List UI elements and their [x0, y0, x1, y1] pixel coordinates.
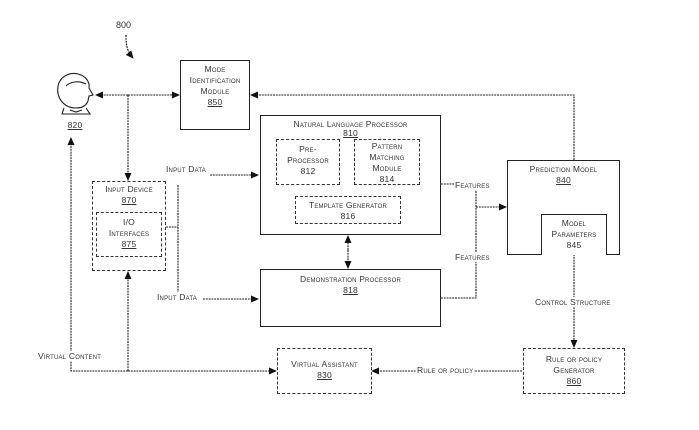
io-interfaces[interactable]: I/O Interfaces 875 [96, 212, 162, 257]
model-parameters-title-1: Model [561, 218, 587, 228]
io-interfaces-title-1: I/O [123, 217, 135, 227]
model-parameters-ref: 845 [566, 240, 582, 250]
virtual-assistant[interactable]: Virtual Assistant 830 [277, 348, 372, 394]
template-generator-title: Template Generator [308, 200, 388, 210]
pattern-matching-module[interactable]: Pattern Matching Module 814 [354, 139, 420, 185]
model-parameters[interactable]: Model Parameters 845 [541, 214, 607, 255]
virtual-assistant-title: Virtual Assistant [291, 359, 358, 369]
input-device-title: Input Device [105, 184, 153, 194]
edge-label-input-data-bottom: Input Data [156, 292, 198, 302]
pre-processor-title-2: Processor [287, 155, 329, 165]
model-parameters-title-2: Parameters [551, 229, 597, 239]
mode-identification-module[interactable]: Mode Identification Module 850 [180, 60, 250, 130]
virtual-assistant-ref: 830 [317, 370, 332, 380]
pre-processor[interactable]: Pre- Processor 812 [276, 139, 340, 185]
mode-module-title-1: Mode [204, 64, 226, 74]
template-generator[interactable]: Template Generator 816 [295, 196, 401, 224]
pre-processor-title-1: Pre- [299, 144, 317, 154]
edge-label-control-structure: Control Structure [534, 297, 612, 307]
figure-ref-arrow [125, 34, 134, 59]
prediction-model-ref: 840 [556, 175, 571, 185]
template-generator-ref: 816 [340, 211, 356, 221]
edge-label-virtual-content: Virtual Content [37, 351, 103, 361]
edge-nlp-features [441, 183, 477, 299]
mode-module-title-3: Module [200, 86, 230, 96]
edge-virtual-content [67, 137, 128, 372]
prediction-model-title: Prediction Model [529, 164, 598, 174]
edge-label-rule-or-policy: Rule or policy [416, 365, 475, 375]
rule-generator-title-1: Rule or policy [545, 354, 603, 364]
mode-module-ref: 850 [207, 97, 223, 107]
input-device[interactable]: Input Device 870 I/O Interfaces 875 [92, 181, 166, 271]
demonstration-processor[interactable]: Demonstration Processor 818 [260, 269, 441, 327]
demo-processor-ref: 818 [343, 285, 358, 295]
nlp-ref: 810 [343, 128, 358, 138]
io-interfaces-title-2: Interfaces [108, 228, 150, 238]
rule-policy-generator[interactable]: Rule or policy Generator 860 [523, 348, 625, 394]
pattern-matching-title-2: Matching [369, 152, 405, 162]
rule-generator-ref: 860 [566, 376, 582, 386]
nlp-title: Natural Language Processor [293, 119, 408, 129]
pre-processor-ref: 812 [300, 166, 316, 176]
figure-ref-label: 800 [116, 20, 132, 30]
input-device-ref: 870 [121, 195, 137, 205]
pattern-matching-title-3: Module [372, 163, 402, 173]
mode-module-title-2: Identification [189, 75, 241, 85]
user-ref: 820 [67, 120, 83, 130]
edge-label-features-top: Features [454, 180, 491, 190]
prediction-model[interactable]: Prediction Model 840 Model Parameters 84… [507, 160, 620, 255]
edge-prediction-mode [250, 91, 575, 160]
edge-label-input-data-top: Input Data [165, 164, 207, 174]
person-head-icon [57, 72, 94, 115]
pattern-matching-ref: 814 [379, 174, 395, 184]
edge-label-features-bottom: Features [454, 252, 491, 262]
io-interfaces-ref: 875 [121, 239, 137, 249]
rule-generator-title-2: Generator [553, 365, 595, 375]
pattern-matching-title-1: Pattern [371, 141, 403, 151]
natural-language-processor[interactable]: Natural Language Processor 810 Pre- Proc… [260, 115, 441, 235]
demo-processor-title: Demonstration Processor [300, 274, 401, 284]
